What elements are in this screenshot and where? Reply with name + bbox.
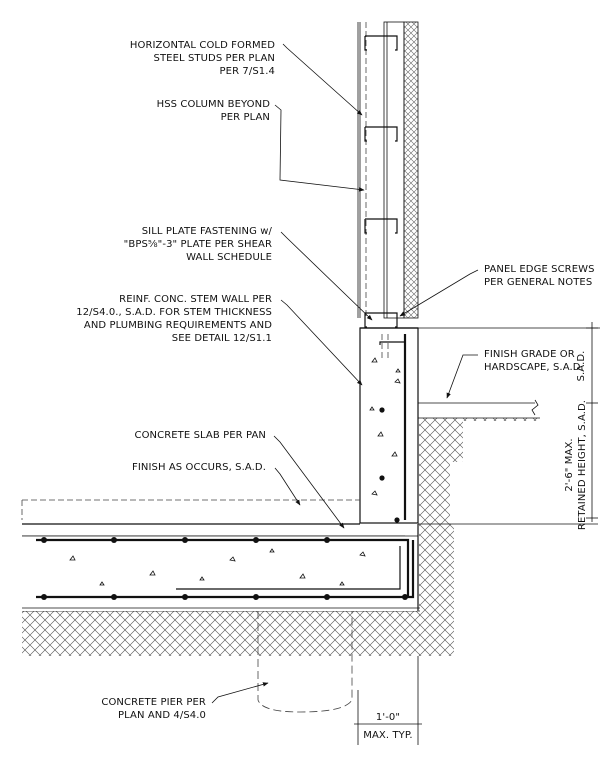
callout-studs-line1: HORIZONTAL COLD FORMED bbox=[130, 40, 275, 51]
concrete-stem-wall bbox=[359, 327, 600, 524]
callout-grade: FINISH GRADE OR HARDSCAPE, S.A.D. bbox=[484, 349, 584, 373]
callout-panel: PANEL EDGE SCREWS PER GENERAL NOTES bbox=[484, 264, 595, 288]
dimension-lines bbox=[354, 322, 598, 745]
callout-sill-line3: WALL SCHEDULE bbox=[186, 252, 272, 263]
callout-hss-line2: PER PLAN bbox=[221, 112, 270, 123]
callout-sill: SILL PLATE FASTENING w/ "BPS⅝"-3" PLATE … bbox=[124, 226, 273, 263]
soil-hatch bbox=[22, 418, 540, 656]
concrete-slab bbox=[21, 499, 420, 611]
callout-hss-line1: HSS COLUMN BEYOND bbox=[157, 99, 271, 110]
callout-panel-line1: PANEL EDGE SCREWS bbox=[484, 264, 595, 275]
callout-pier-line2: PLAN AND 4/S4.0 bbox=[118, 710, 206, 721]
wall-panel bbox=[357, 21, 419, 319]
callout-grade-line2: HARDSCAPE, S.A.D. bbox=[484, 362, 584, 373]
callout-hss: HSS COLUMN BEYOND PER PLAN bbox=[157, 99, 271, 123]
callout-sill-line2: "BPS⅝"-3" PLATE PER SHEAR bbox=[124, 239, 272, 250]
leader-lines bbox=[211, 43, 479, 704]
dim-width: 1'-0" bbox=[376, 712, 400, 723]
callout-stem-line1: REINF. CONC. STEM WALL PER bbox=[119, 294, 272, 305]
dim-retained-2: RETAINED HEIGHT, S.A.D. bbox=[577, 400, 588, 530]
callout-pier-line1: CONCRETE PIER PER bbox=[101, 697, 206, 708]
callout-grade-line1: FINISH GRADE OR bbox=[484, 349, 575, 360]
callout-studs-line3: PER 7/S1.4 bbox=[220, 66, 275, 77]
callout-slab: CONCRETE SLAB PER PAN bbox=[134, 430, 266, 441]
callout-stem-line2: 12/S4.0., S.A.D. FOR STEM THICKNESS bbox=[76, 307, 272, 318]
callout-sill-line1: SILL PLATE FASTENING w/ bbox=[142, 226, 273, 237]
callout-studs-line2: STEEL STUDS PER PLAN bbox=[154, 53, 275, 64]
callout-stem-line3: AND PLUMBING REQUIREMENTS AND bbox=[84, 320, 272, 331]
callout-stem: REINF. CONC. STEM WALL PER 12/S4.0., S.A… bbox=[76, 294, 272, 344]
callout-stem-line4: SEE DETAIL 12/S1.1 bbox=[172, 333, 272, 344]
dim-width-note: MAX. TYP. bbox=[363, 730, 412, 741]
callout-finish: FINISH AS OCCURS, S.A.D. bbox=[132, 462, 266, 473]
concrete-pier bbox=[257, 611, 353, 713]
callout-panel-line2: PER GENERAL NOTES bbox=[484, 277, 592, 288]
dim-retained-1: 2'-6" MAX. bbox=[564, 438, 575, 491]
callout-studs: HORIZONTAL COLD FORMED STEEL STUDS PER P… bbox=[130, 40, 275, 77]
callout-pier: CONCRETE PIER PER PLAN AND 4/S4.0 bbox=[101, 697, 206, 721]
dim-sad: S.A.D. bbox=[576, 351, 587, 382]
cold-formed-studs bbox=[364, 35, 398, 328]
